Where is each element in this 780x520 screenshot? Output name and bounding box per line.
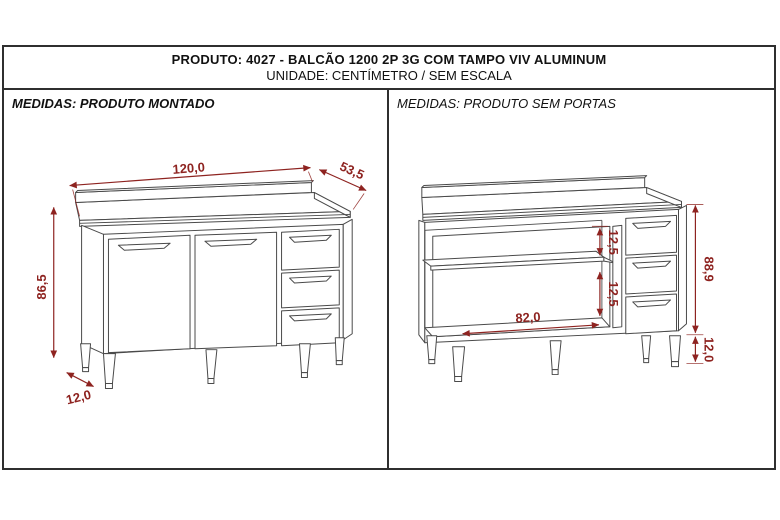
body-right-side [677,204,687,332]
body-left-side [418,219,426,344]
divider-panel [612,224,623,329]
no-doors-product-drawing: 12,5 12,5 82,0 88,9 12,0 [418,175,716,383]
door-left [107,234,191,354]
drawer-3-handle [289,313,332,322]
dimensions-assembled: 120,0 53,5 86,5 12,0 [34,159,367,408]
dimensions-no-doors: 12,5 12,5 82,0 88,9 12,0 [462,204,716,365]
title-block: PRODUTO: 4027 - BALCÃO 1200 2P 3G COM TA… [4,47,774,90]
drawer-3-handle [632,299,672,308]
panel-assembled-title: MEDIDAS: PRODUTO MONTADO [12,96,215,111]
dim-height-label: 86,5 [34,274,49,299]
dim-inner-width-label: 82,0 [515,309,541,326]
door-left-handle [117,242,171,251]
door-right-handle [204,238,258,247]
dim-width-label: 120,0 [172,159,205,176]
panel-assembled: MEDIDAS: PRODUTO MONTADO [4,90,389,470]
countertop-right-edge [313,192,351,218]
dim-depth-label: 53,5 [337,159,366,183]
cabinet-assembled [75,180,353,389]
body-left-side [81,224,104,355]
assembled-product-drawing: 120,0 53,5 86,5 12,0 [34,159,367,408]
door-right [194,231,278,350]
dim-shelf-bottom-label: 12,5 [606,281,621,306]
drawer-1-handle [289,234,332,243]
body-right-side [342,218,353,341]
panel-no-doors: MEDIDAS: PRODUTO SEM PORTAS [389,90,774,470]
legs [80,337,345,389]
dim-shelf-top-label: 12,5 [606,230,621,255]
drawing-panels: MEDIDAS: PRODUTO MONTADO [4,90,774,470]
drawer-2-handle [289,275,332,284]
backsplash-top [421,175,648,189]
cabinet-no-doors [418,175,687,383]
legs [426,335,681,383]
dim-foot-height-label: 12,0 [701,337,716,362]
drawer-2-handle [632,260,672,269]
product-title: PRODUTO: 4027 - BALCÃO 1200 2P 3G COM TA… [171,52,607,67]
countertop-right-edge [646,187,682,208]
panel-no-doors-title: MEDIDAS: PRODUTO SEM PORTAS [397,96,616,111]
drawer-1-handle [632,220,672,229]
spec-sheet: PRODUTO: 4027 - BALCÃO 1200 2P 3G COM TA… [2,45,776,470]
dim-body-height-label: 88,9 [701,257,716,282]
dim-foot-label: 12,0 [64,387,92,408]
unit-subtitle: UNIDADE: CENTÍMETRO / SEM ESCALA [266,68,512,83]
